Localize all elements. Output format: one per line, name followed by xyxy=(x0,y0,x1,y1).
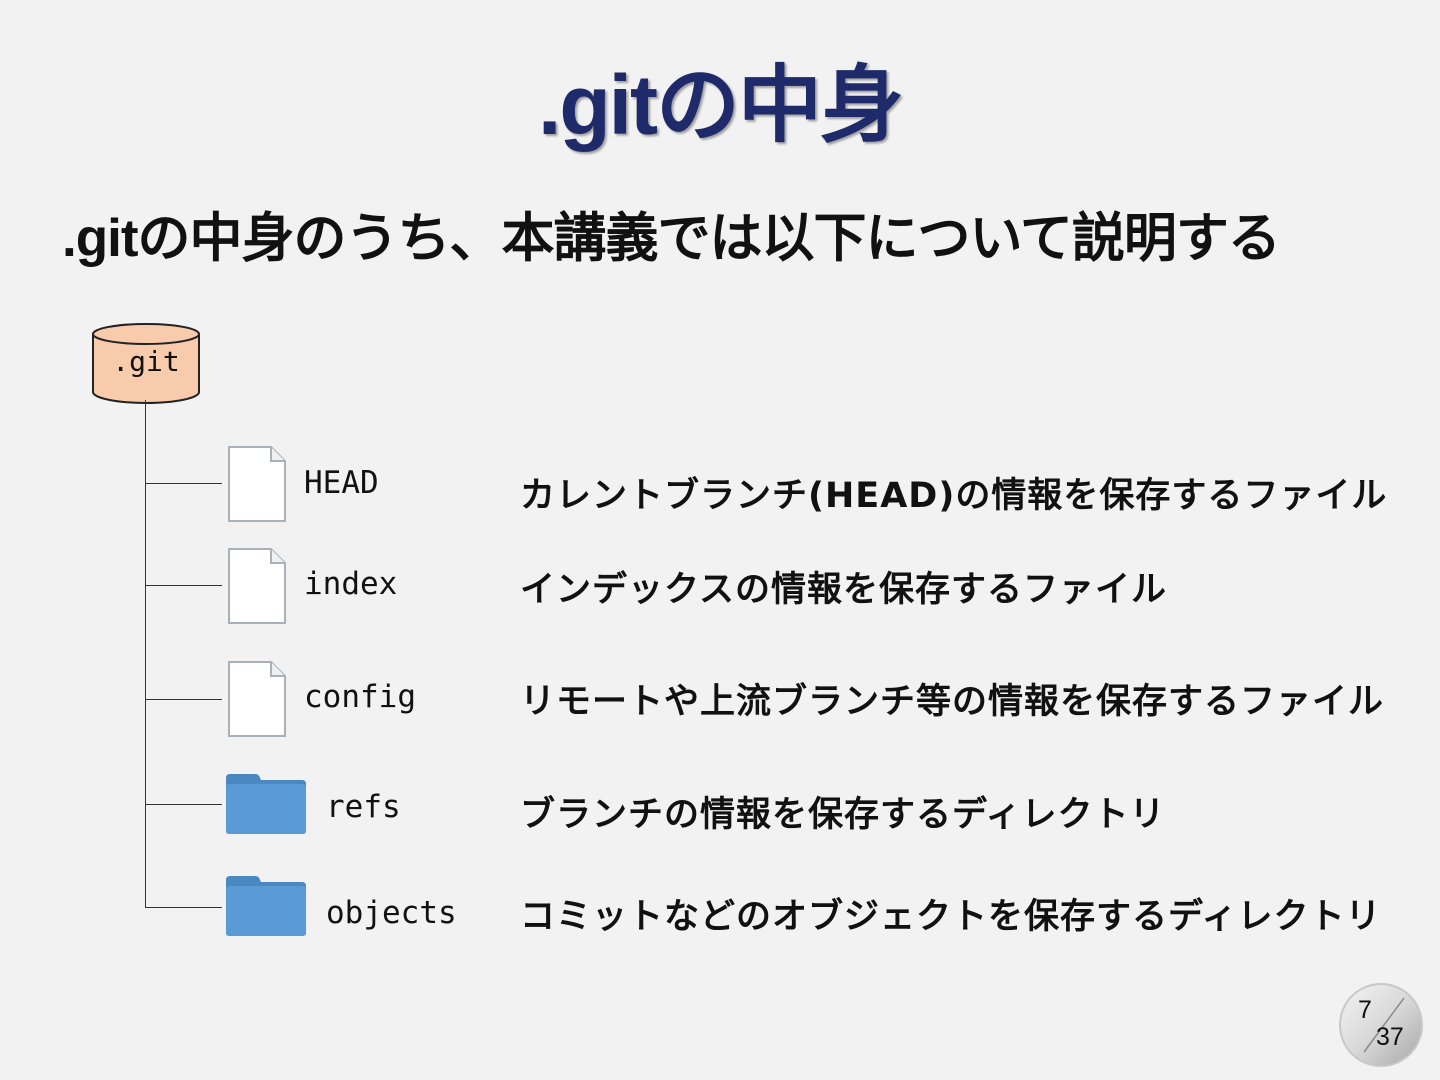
item-name-head: HEAD xyxy=(304,465,379,501)
slide-subtitle: .gitの中身のうち、本講義では以下について説明する xyxy=(62,209,1281,268)
file-icon xyxy=(228,548,286,624)
item-name-index: index xyxy=(304,566,398,602)
tree-branch-line xyxy=(146,907,222,908)
page-total: 37 xyxy=(1376,1023,1404,1051)
tree-branch-line xyxy=(146,699,222,700)
folder-icon xyxy=(226,774,306,834)
item-description-config: リモートや上流ブランチ等の情報を保存するファイル xyxy=(520,682,1385,722)
page-number-badge xyxy=(1339,983,1423,1067)
item-description-refs: ブランチの情報を保存するディレクトリ xyxy=(520,795,1166,835)
folder-icon xyxy=(226,876,306,936)
repo-label: .git xyxy=(112,345,180,378)
tree-trunk-line xyxy=(145,400,146,908)
item-name-refs: refs xyxy=(326,789,401,825)
item-name-config: config xyxy=(304,679,416,715)
tree-branch-line xyxy=(146,585,222,586)
database-cylinder-icon xyxy=(92,323,200,404)
page-current: 7 xyxy=(1358,996,1372,1024)
file-icon xyxy=(228,661,286,737)
slide-title: .gitの中身 xyxy=(538,58,904,152)
item-name-objects: objects xyxy=(326,895,457,931)
tree-branch-line xyxy=(146,804,222,805)
file-icon xyxy=(228,446,286,522)
item-description-index: インデックスの情報を保存するファイル xyxy=(520,570,1167,610)
tree-branch-line xyxy=(146,483,222,484)
item-description-head: カレントブランチ(HEAD)の情報を保存するファイル xyxy=(520,476,1388,516)
item-description-objects: コミットなどのオブジェクトを保存するディレクトリ xyxy=(520,897,1382,937)
